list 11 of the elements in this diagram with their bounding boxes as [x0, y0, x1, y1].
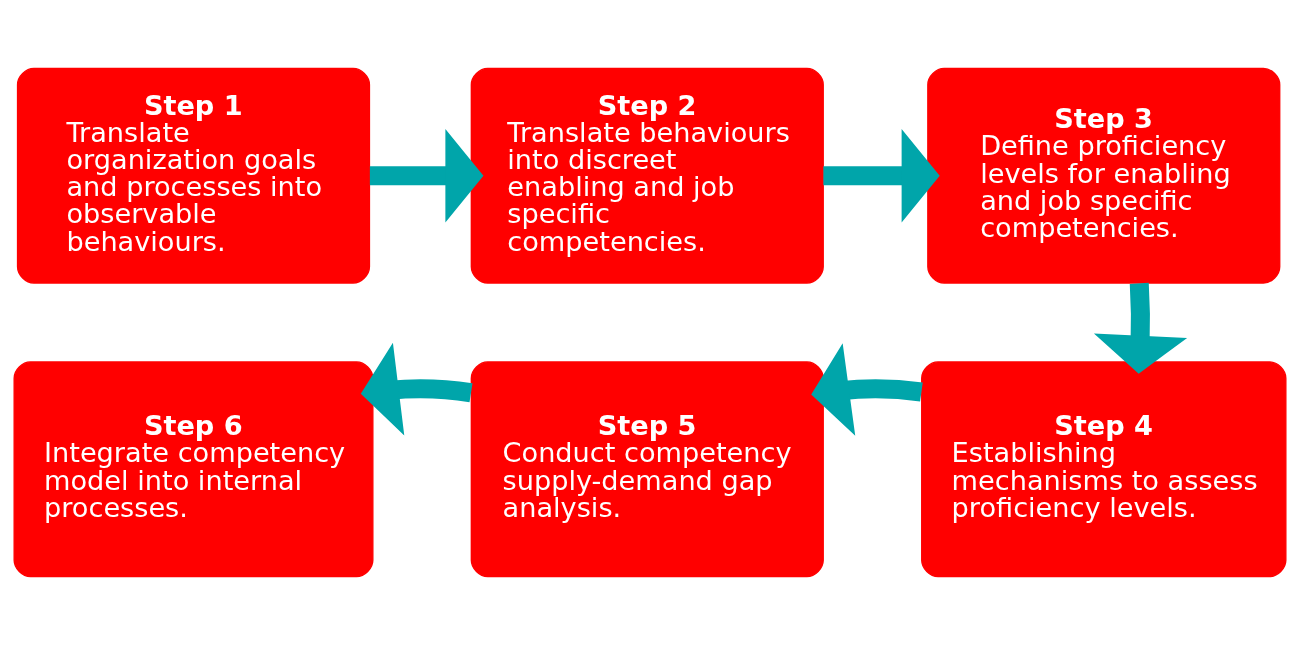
node-box: Step 1 Translate organization goals and processes into observable behaviours. [16, 67, 371, 284]
arrow [823, 129, 940, 223]
node-box: Step 3 Define proficiency levels for enabling and job specific competencies. [927, 67, 1281, 284]
node-box: Step 4 Establishing mechanisms to assess proficiency levels. [921, 361, 1287, 578]
arrow [360, 342, 473, 436]
node-box: Step 6 Integrate competency model into internal processes. [13, 361, 374, 578]
arrow [811, 343, 923, 436]
node-box: Step 5 Conduct competency supply-demand gap analysis. [470, 361, 824, 578]
arrow [369, 129, 484, 223]
arrow [1093, 282, 1188, 374]
node-box: Step 2 Translate behaviours into discreet enabling and job specific competencies. [470, 67, 824, 284]
